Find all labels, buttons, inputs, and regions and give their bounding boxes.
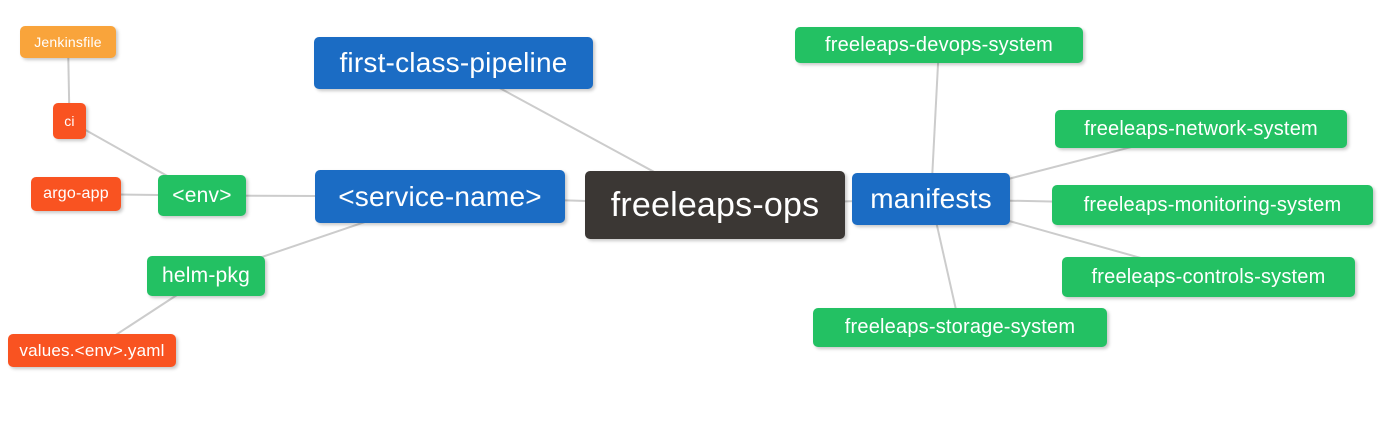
node-values-env-yaml[interactable]: values.<env>.yaml bbox=[8, 334, 176, 367]
node-manifests[interactable]: manifests bbox=[852, 173, 1010, 225]
node-jenkinsfile[interactable]: Jenkinsfile bbox=[20, 26, 116, 58]
node-helm-pkg[interactable]: helm-pkg bbox=[147, 256, 265, 296]
node-freeleaps-ops[interactable]: freeleaps-ops bbox=[585, 171, 845, 239]
node-service-name[interactable]: <service-name> bbox=[315, 170, 565, 223]
node-argo-app[interactable]: argo-app bbox=[31, 177, 121, 211]
node-first-class-pipeline[interactable]: first-class-pipeline bbox=[314, 37, 593, 89]
node-env[interactable]: <env> bbox=[158, 175, 246, 216]
node-freeleaps-controls-system[interactable]: freeleaps-controls-system bbox=[1062, 257, 1355, 297]
node-freeleaps-monitoring-system[interactable]: freeleaps-monitoring-system bbox=[1052, 185, 1373, 225]
node-freeleaps-storage-system[interactable]: freeleaps-storage-system bbox=[813, 308, 1107, 347]
node-freeleaps-network-system[interactable]: freeleaps-network-system bbox=[1055, 110, 1347, 148]
node-freeleaps-devops-system[interactable]: freeleaps-devops-system bbox=[795, 27, 1083, 63]
node-ci[interactable]: ci bbox=[53, 103, 86, 139]
